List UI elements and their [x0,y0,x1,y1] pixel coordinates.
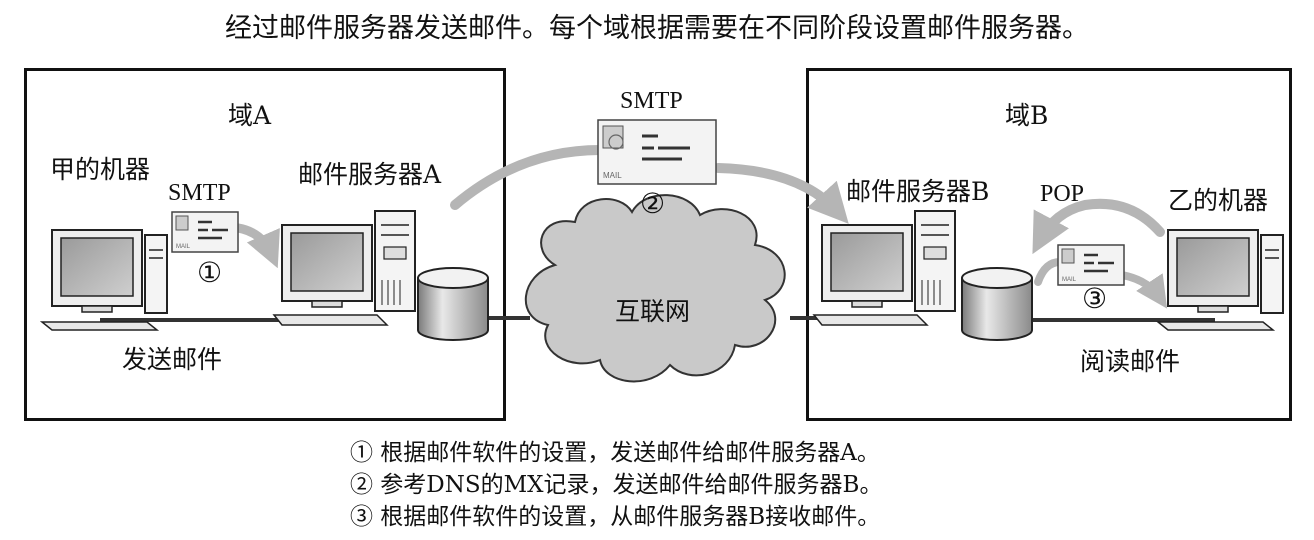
domain-b-title: 域B [1005,101,1049,130]
smtp-label-a: SMTP [168,180,231,206]
server-a-icon [272,210,416,326]
receiver-machine-label: 乙的机器 [1168,186,1269,215]
sender-machine-label: 甲的机器 [50,155,151,184]
send-mail-label: 发送邮件 [122,345,223,374]
read-mail-label: 阅读邮件 [1080,347,1181,376]
server-b-icon [812,210,956,326]
arrow-step-2-left [450,145,605,210]
svg-text:MAIL: MAIL [176,244,191,250]
mail-server-a-label: 邮件服务器A [298,160,442,189]
svg-text:MAIL: MAIL [1062,277,1077,283]
arrow-step-1 [233,223,280,269]
mail-envelope-icon-2: MAIL [597,119,717,185]
mail-envelope-icon-1: MAIL [171,211,239,253]
legend-item-2: ② 参考DNS的MX记录，发送邮件给邮件服务器B。 [350,472,883,498]
svg-text:MAIL: MAIL [603,171,622,180]
arrow-pop [1032,198,1165,255]
smtp-label-internet: SMTP [620,88,683,114]
step-3-marker: ③ [1082,282,1108,315]
arrow-step-2-right [713,163,849,224]
step-legend: ① 根据邮件软件的设置，发送邮件给邮件服务器A。 ② 参考DNS的MX记录，发送… [350,437,882,533]
legend-item-1: ① 根据邮件软件的设置，发送邮件给邮件服务器A。 [350,440,880,466]
computer-b-icon [1155,229,1284,331]
diagram-caption: 经过邮件服务器发送邮件。每个域根据需要在不同阶段设置邮件服务器。 [225,13,1089,44]
internet-cloud-icon [524,194,786,383]
computer-a-icon [39,229,168,331]
legend-item-3: ③ 根据邮件软件的设置，从邮件服务器B接收邮件。 [350,504,881,530]
database-b-icon [961,267,1033,341]
internet-label: 互联网 [615,297,691,326]
arrow-step-3-right [1118,271,1168,309]
database-a-icon [417,267,489,341]
step-2-marker: ② [640,187,666,220]
arrow-step-3-left [1034,258,1064,286]
domain-a-title: 域A [228,101,272,130]
mail-server-b-label: 邮件服务器B [846,177,990,206]
mail-envelope-icon-3: MAIL [1057,244,1125,286]
step-1-marker: ① [197,256,223,289]
pop-label: POP [1040,181,1085,207]
